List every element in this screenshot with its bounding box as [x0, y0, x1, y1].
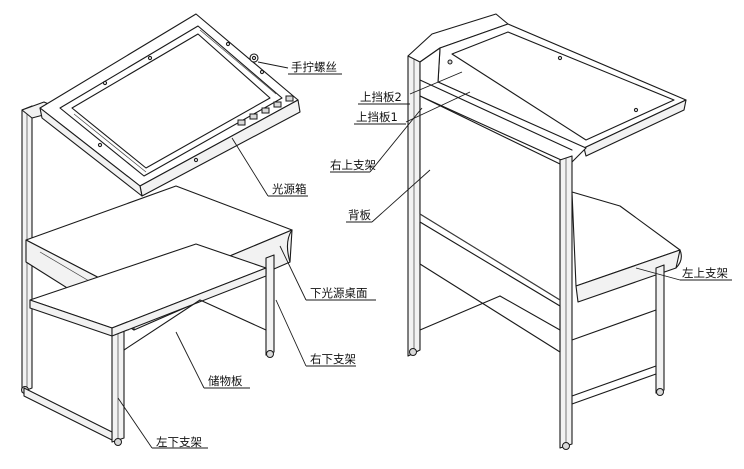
- label-upper-baffle-2: 上挡板2: [360, 90, 402, 104]
- left-assembly: [21, 13, 376, 449]
- lower-back-panel: [419, 221, 561, 353]
- label-back-panel: 背板: [348, 208, 371, 222]
- hand-screw-knob: [249, 53, 259, 63]
- label-lower-light-desk: 下光源桌面: [310, 286, 368, 300]
- label-upper-baffle-1: 上挡板1: [356, 110, 398, 124]
- rear-right-post: [559, 155, 573, 450]
- label-hand-screw: 手拧螺丝: [291, 60, 337, 74]
- light-box: [39, 13, 301, 197]
- label-right-lower-bracket: 右下支架: [310, 352, 356, 366]
- label-left-lower-bracket: 左下支架: [156, 435, 202, 449]
- rear-desk-top: [571, 191, 682, 303]
- label-storage-board: 储物板: [208, 374, 243, 388]
- label-light-box: 光源箱: [272, 182, 307, 196]
- right-rear-leg: [265, 254, 275, 358]
- label-left-upper-bracket: 左上支架: [682, 266, 728, 280]
- left-lower-rail: [23, 387, 113, 441]
- label-right-upper-bracket: 右上支架: [330, 158, 376, 172]
- rear-far-right-leg: [655, 264, 665, 396]
- rear-left-post: [407, 49, 421, 357]
- top-hood: [407, 13, 687, 157]
- right-assembly: [330, 13, 732, 450]
- storage-board: [29, 243, 267, 337]
